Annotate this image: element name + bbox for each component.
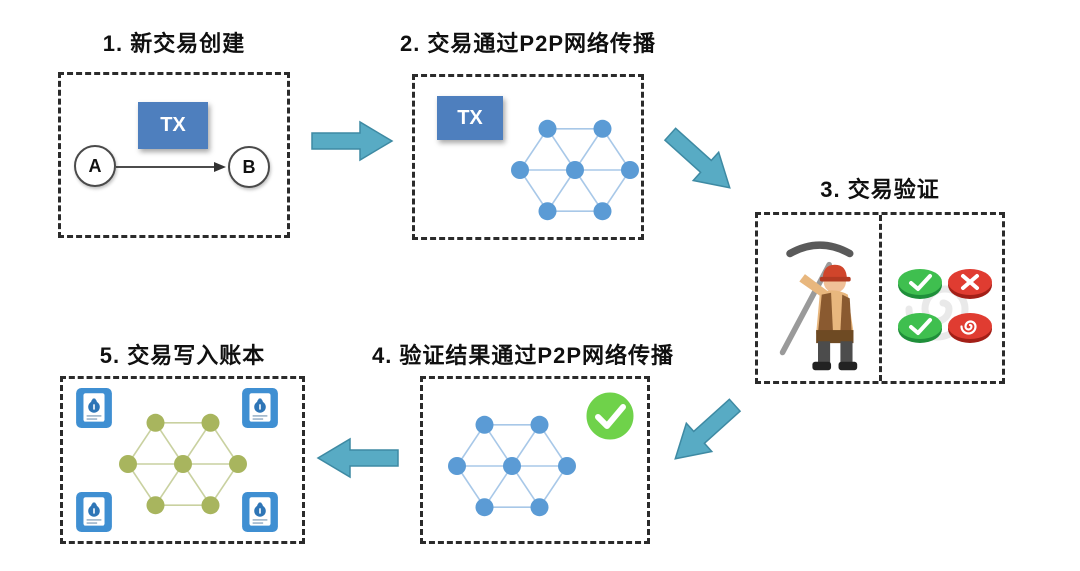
valid-coin-icon bbox=[898, 269, 942, 299]
transfer-arrow-a-to-b bbox=[116, 162, 226, 172]
ledger-icon bbox=[242, 388, 278, 428]
p2p-network-icon-step4 bbox=[448, 415, 576, 517]
step-2-title: 2. 交易通过P2P网络传播 bbox=[399, 31, 657, 56]
tx-box-step1: TX bbox=[138, 102, 208, 149]
p2p-network-icon-step2 bbox=[511, 119, 639, 221]
flow-arrow-3-4 bbox=[674, 398, 742, 460]
node-a: A bbox=[74, 145, 116, 187]
tx-box-step2: TX bbox=[437, 96, 503, 140]
step-5-title: 5. 交易写入账本 bbox=[99, 343, 266, 368]
miner-helmet bbox=[822, 264, 847, 280]
flow-arrow-1-2 bbox=[311, 120, 394, 162]
pickaxe-head bbox=[786, 241, 854, 258]
flow-arrow-4-5 bbox=[316, 437, 399, 479]
ledger-icon bbox=[76, 388, 112, 428]
rejected-coin-swirl-icon bbox=[948, 313, 992, 343]
step-3-box bbox=[755, 212, 1005, 384]
miner-illustration bbox=[779, 241, 858, 371]
flow-arrow-2-3 bbox=[663, 127, 731, 189]
step-4-title: 4. 验证结果通过P2P网络传播 bbox=[371, 343, 675, 368]
check-circle-icon bbox=[583, 389, 637, 443]
verification-divider bbox=[879, 215, 882, 381]
node-b: B bbox=[228, 146, 270, 188]
ledger-icon bbox=[242, 492, 278, 532]
p2p-network-icon-step5 bbox=[119, 413, 247, 515]
step-3-title: 3. 交易验证 bbox=[820, 177, 940, 202]
step-2-box bbox=[412, 74, 644, 240]
ledger-icon bbox=[76, 492, 112, 532]
step-1-title: 1. 新交易创建 bbox=[102, 31, 246, 56]
step-5-box bbox=[60, 376, 305, 544]
valid-coin-icon bbox=[898, 313, 942, 343]
step-4-box bbox=[420, 376, 650, 544]
step-1-box bbox=[58, 72, 290, 238]
invalid-coin-icon bbox=[948, 269, 992, 299]
